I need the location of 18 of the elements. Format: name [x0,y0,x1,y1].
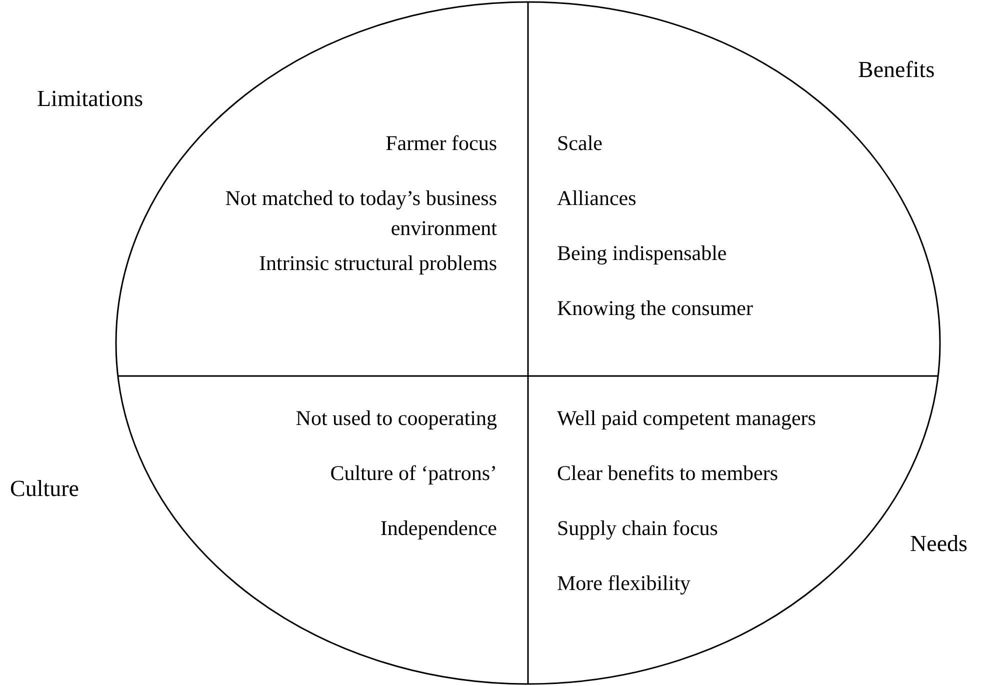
quadrant-heading: Culture [10,476,79,502]
list-item: More flexibility [557,570,691,597]
quadrant-heading: Limitations [37,86,144,112]
list-item: Not matched to today’s business environment [224,185,497,242]
list-item: Well paid competent managers [557,405,816,432]
list-item: Not used to cooperating [296,405,497,432]
list-item: Clear benefits to members [557,460,778,487]
list-item: Knowing the consumer [557,295,753,322]
list-item: Intrinsic structural problems [259,250,497,277]
list-item: Scale [557,130,602,157]
list-item: Being indispensable [557,240,727,267]
list-item: Independence [380,515,497,542]
list-item: Culture of ‘patrons’ [330,460,497,487]
list-item: Farmer focus [386,130,497,157]
quadrant-heading: Needs [910,531,968,557]
list-item: Alliances [557,185,636,212]
list-item: Supply chain focus [557,515,718,542]
quadrant-heading: Benefits [858,57,935,83]
